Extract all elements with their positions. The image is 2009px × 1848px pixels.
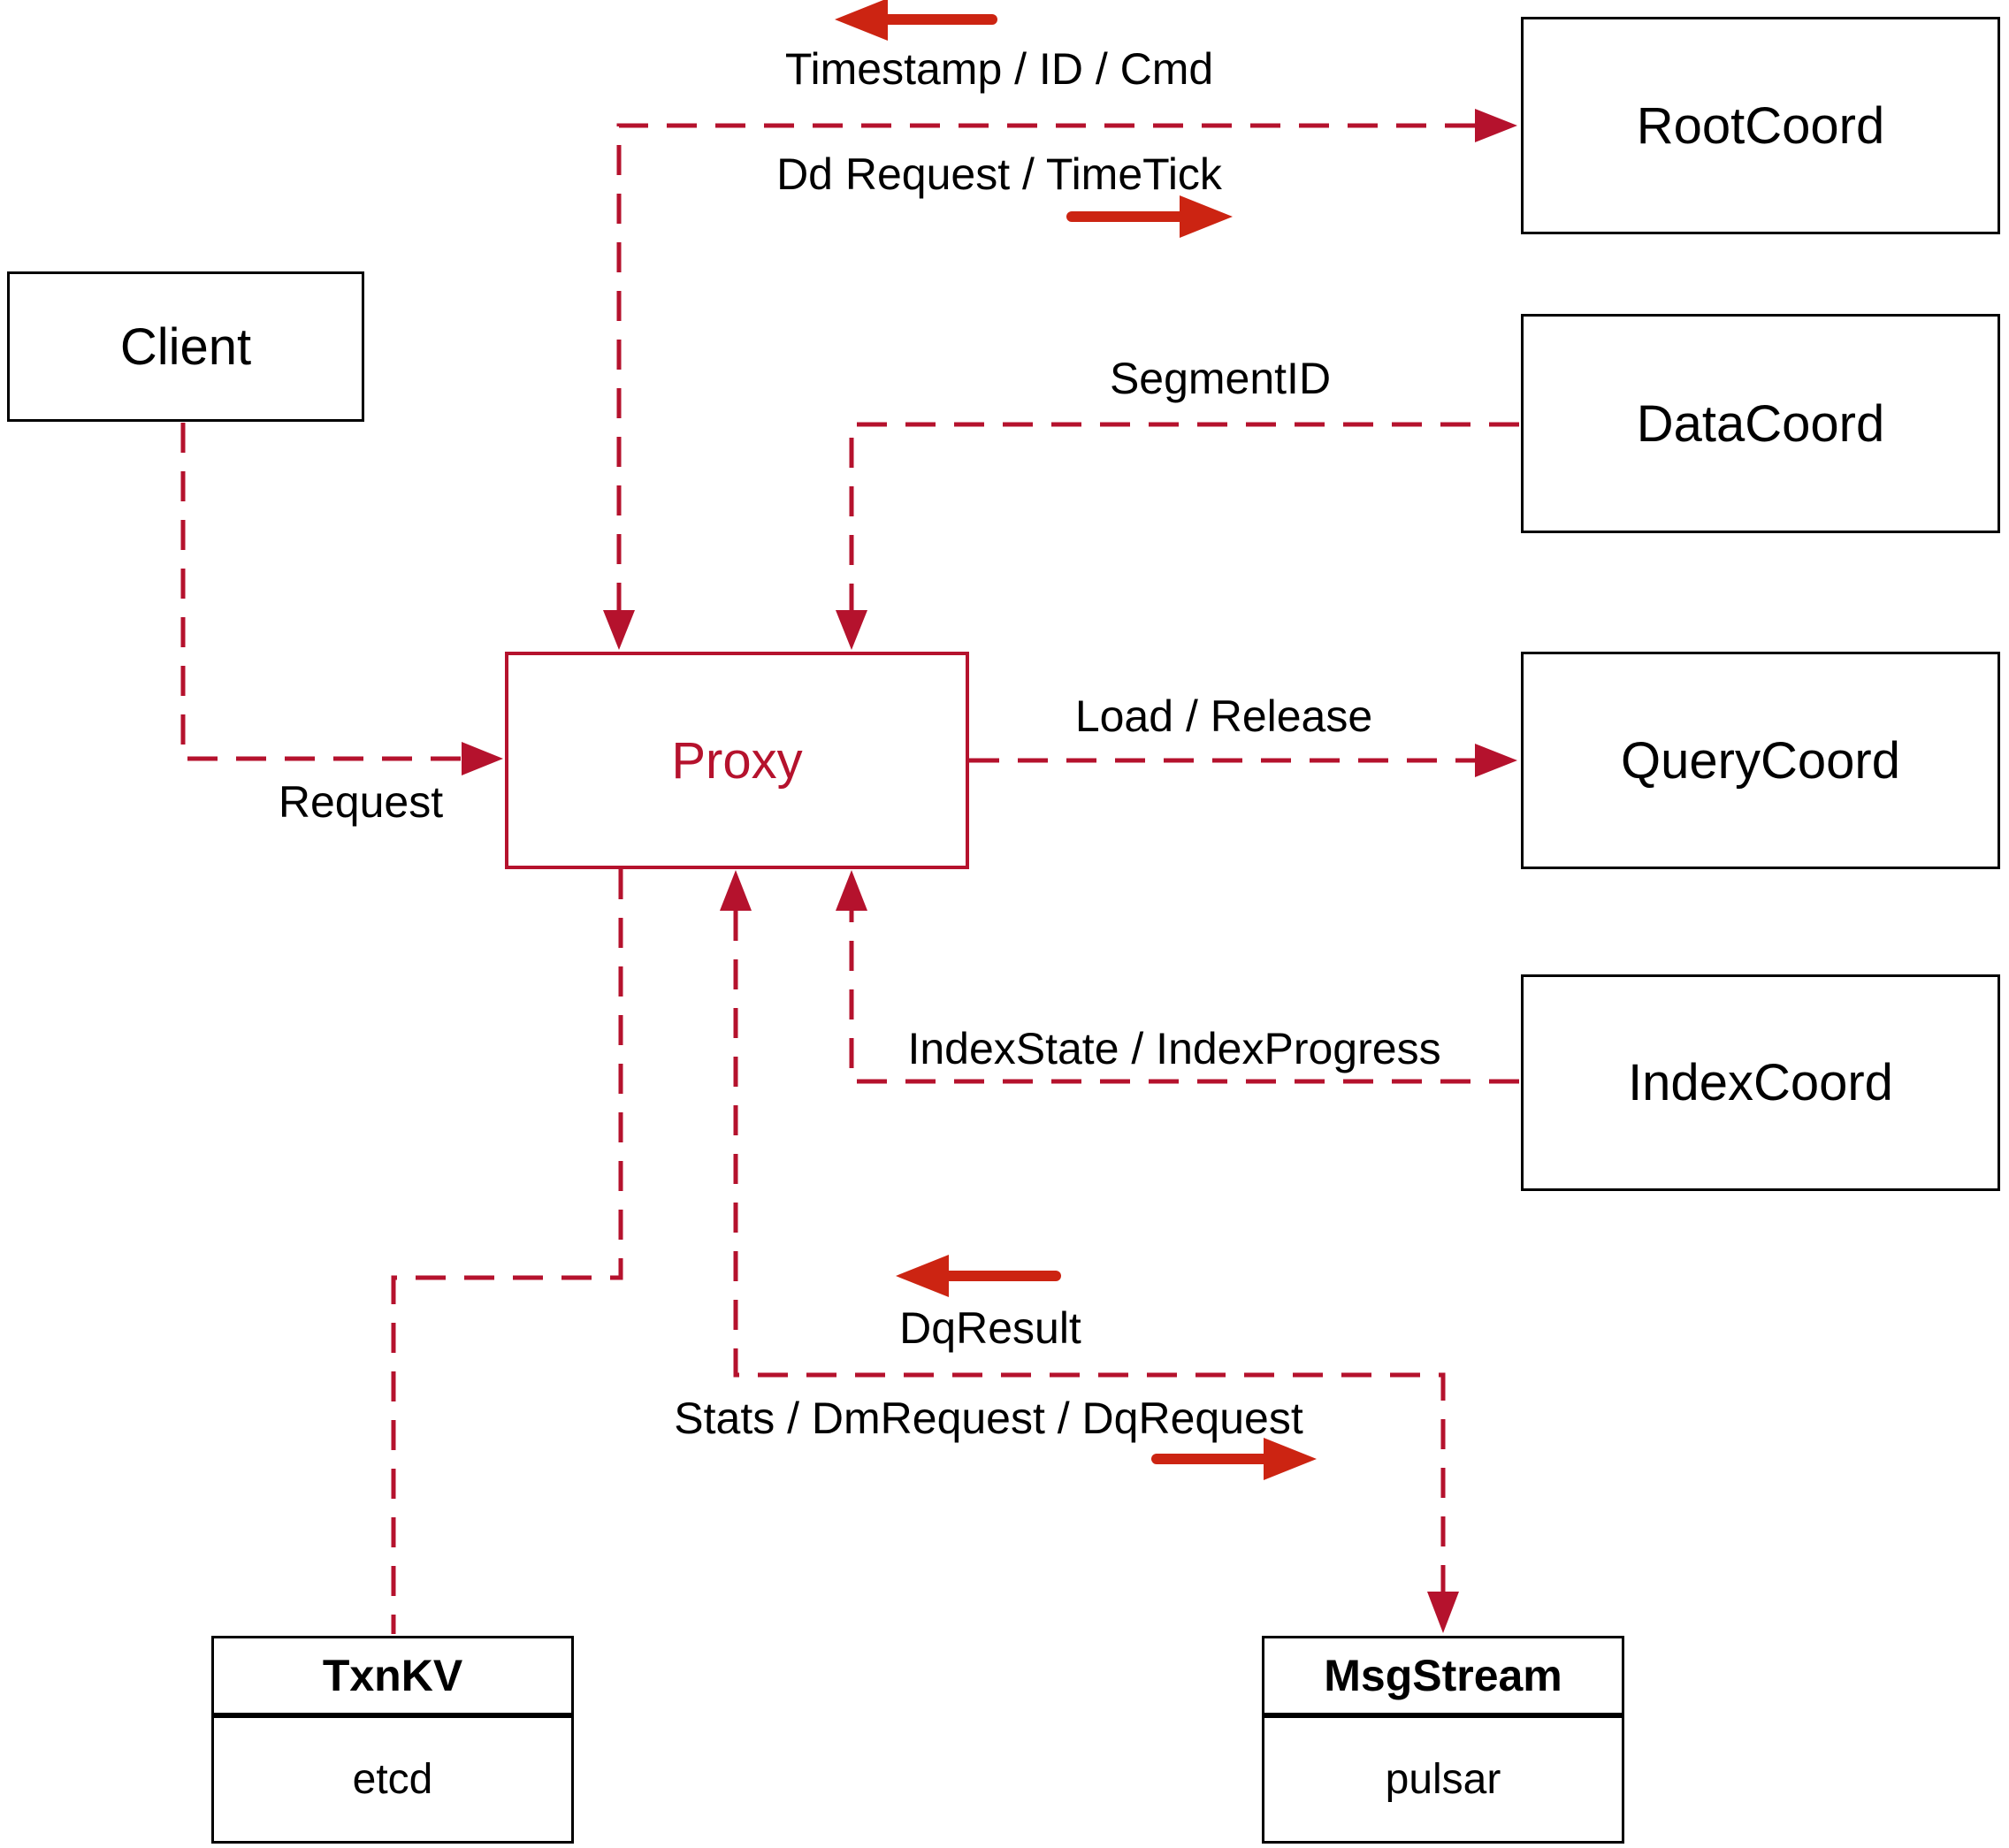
node-querycoord: QueryCoord [1521, 652, 2000, 869]
arrowhead-into-rootcoord [1475, 109, 1517, 142]
node-datacoord-label: DataCoord [1636, 394, 1885, 453]
edge-proxy-rootcoord [616, 123, 1475, 613]
edge-indexcoord-proxy-indexstate [849, 911, 1519, 1084]
edge-label-index-state: IndexState / IndexProgress [907, 1024, 1441, 1073]
node-proxy-label: Proxy [671, 731, 803, 790]
edge-datacoord-proxy-segmentid [849, 422, 1519, 613]
arrowhead-into-proxy-bottom-right [836, 870, 867, 911]
node-datacoord: DataCoord [1521, 314, 2000, 533]
arrowhead-into-proxy-top-left [603, 610, 635, 650]
node-client: Client [7, 271, 364, 422]
node-rootcoord: RootCoord [1521, 17, 2000, 234]
node-indexcoord-label: IndexCoord [1628, 1054, 1893, 1111]
edge-label-stats: Stats / DmRequest / DqRequest [674, 1394, 1303, 1443]
node-querycoord-label: QueryCoord [1621, 731, 1900, 790]
edge-label-timestamp: Timestamp / ID / Cmd [784, 44, 1214, 94]
edge-label-dq-result: DqResult [899, 1303, 1081, 1353]
right-arrow-icon-stats [1151, 1438, 1317, 1480]
node-msgstream: MsgStream pulsar [1262, 1636, 1624, 1844]
edge-label-load-release: Load / Release [1074, 691, 1373, 741]
edge-proxy-txnkv [391, 869, 623, 1634]
node-txnkv-title: TxnKV [214, 1638, 571, 1718]
node-client-label: Client [119, 317, 252, 376]
node-indexcoord: IndexCoord [1521, 974, 2000, 1191]
edge-proxy-msgstream [733, 911, 1446, 1592]
edge-label-request: Request [278, 777, 444, 827]
left-arrow-icon-dqresult [896, 1255, 1061, 1297]
node-msgstream-title: MsgStream [1264, 1638, 1622, 1718]
node-txnkv-impl: etcd [352, 1756, 433, 1803]
arrowhead-into-proxy-bottom-left [720, 870, 752, 911]
edge-label-segment-id: SegmentID [1109, 354, 1332, 403]
node-msgstream-impl: pulsar [1385, 1756, 1501, 1803]
edge-client-proxy-request [180, 423, 462, 761]
arrowhead-into-proxy-left [462, 742, 503, 775]
node-txnkv: TxnKV etcd [211, 1636, 574, 1844]
edge-label-dd-request: Dd Request / TimeTick [776, 149, 1222, 199]
arrowhead-into-proxy-top-right [836, 610, 867, 650]
arrowhead-into-msgstream [1427, 1592, 1459, 1633]
right-arrow-icon-ddrequest [1066, 195, 1233, 238]
node-rootcoord-label: RootCoord [1636, 96, 1885, 155]
left-arrow-icon-timestamp [835, 0, 997, 41]
node-proxy: Proxy [505, 652, 969, 869]
arrowhead-into-querycoord [1475, 744, 1517, 777]
